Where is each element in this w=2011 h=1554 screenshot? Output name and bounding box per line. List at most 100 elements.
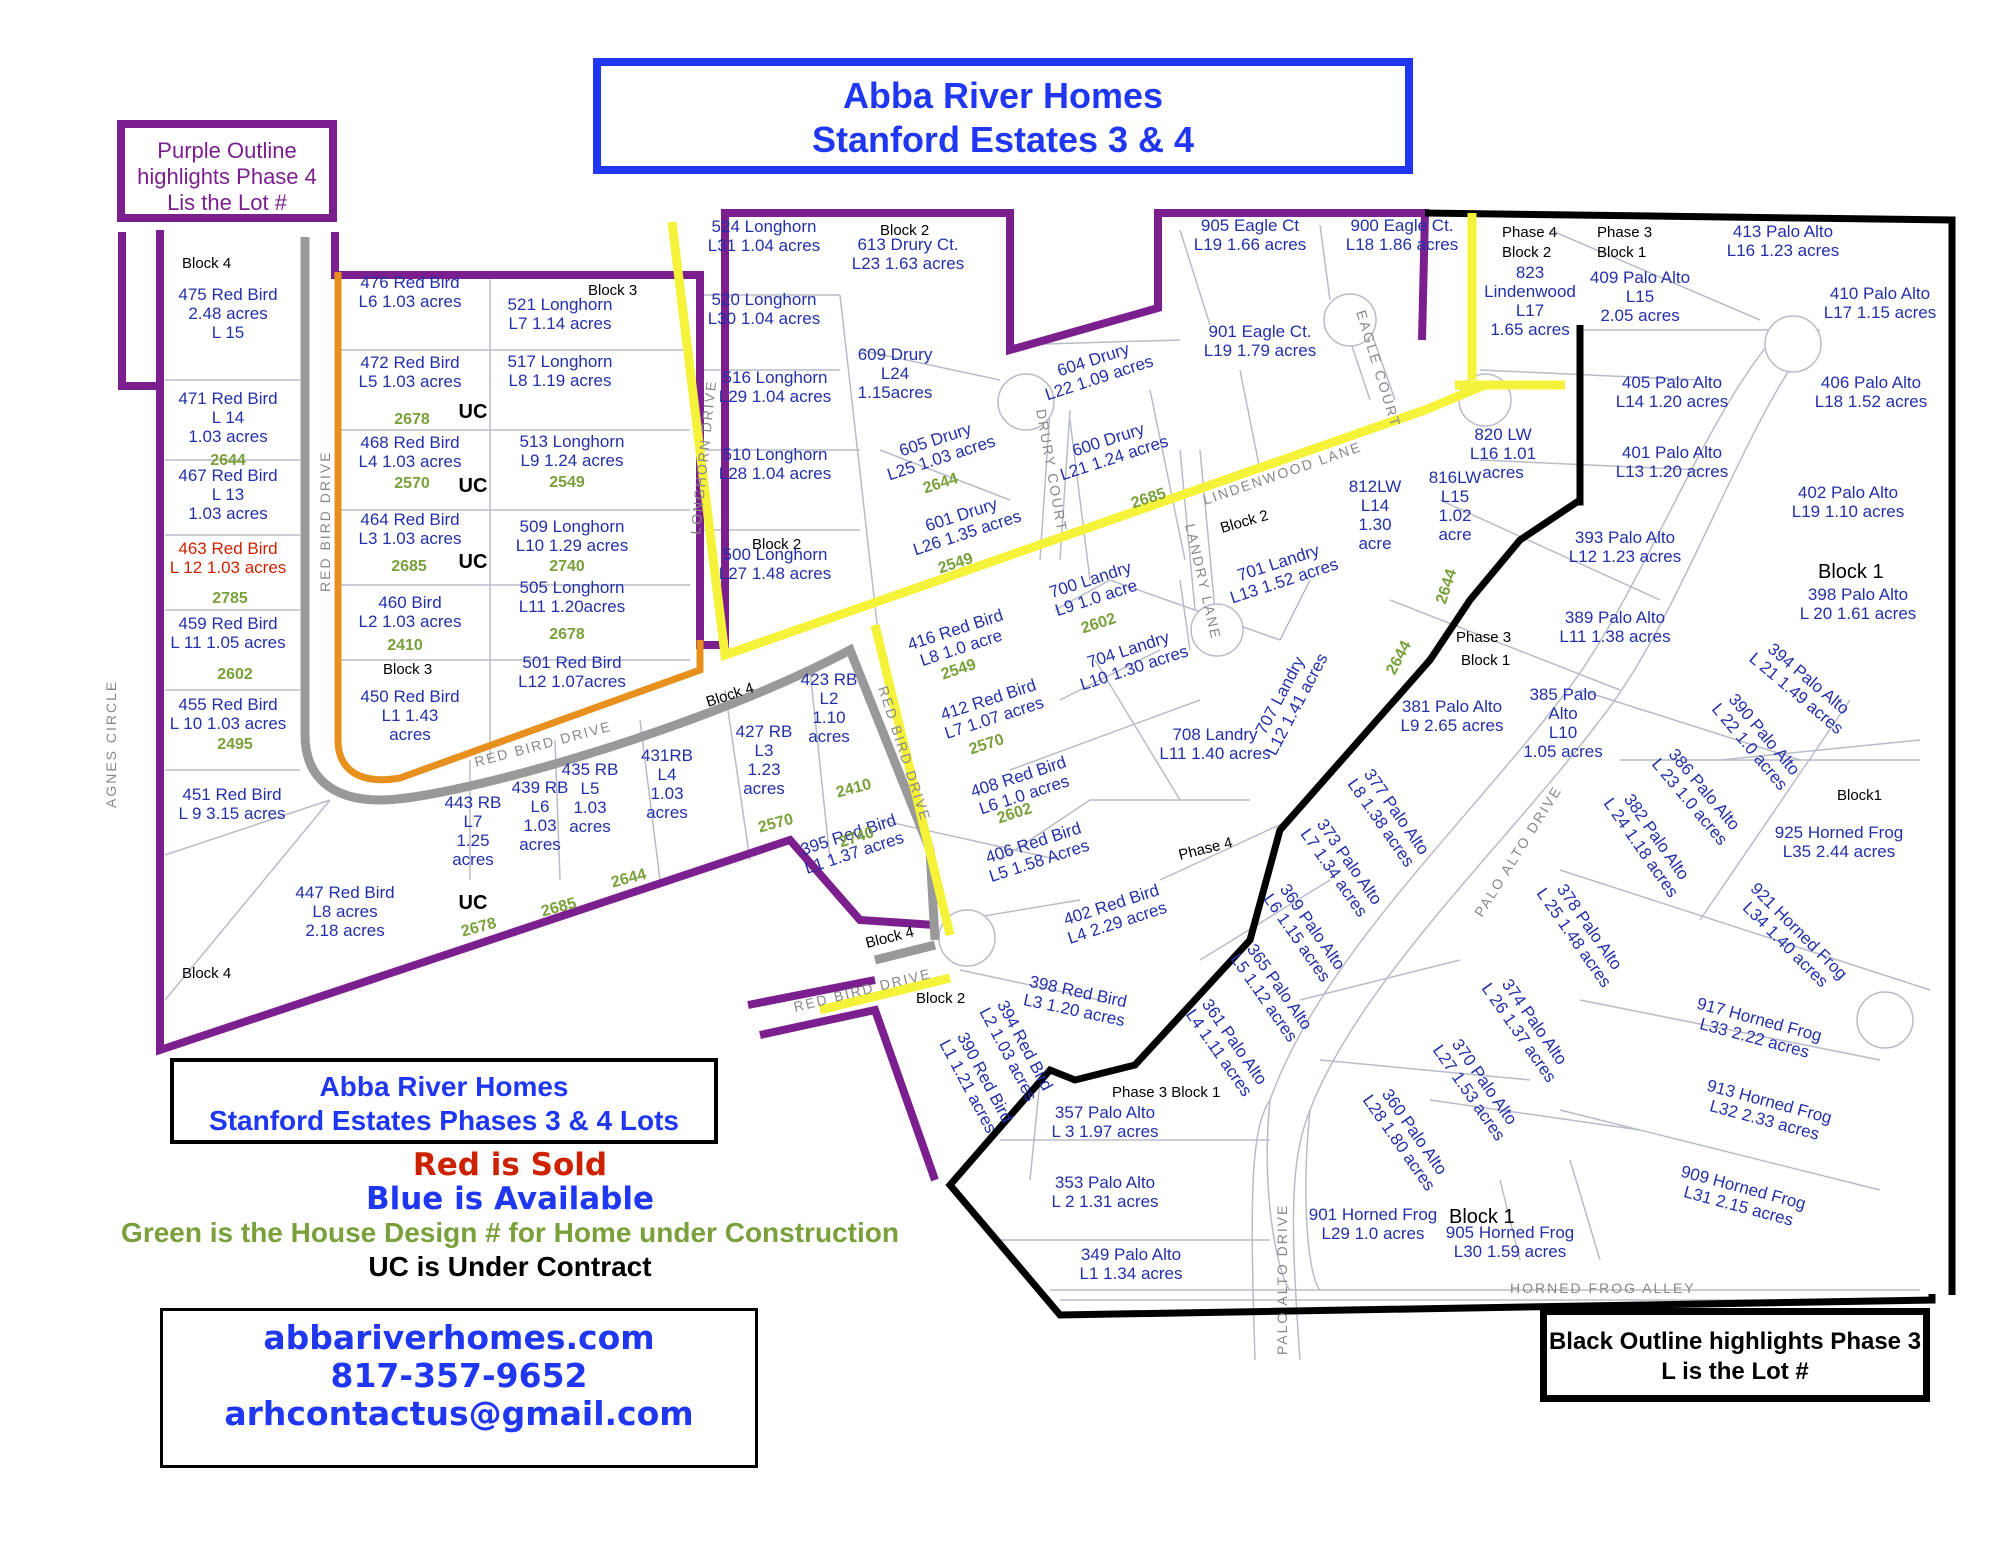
lot-label-line: 613 Drury Ct. — [857, 235, 958, 254]
lot-label[interactable]: 390 Palo AltoL 22 1.0 acres — [1708, 687, 1806, 794]
lot-label[interactable]: 378 Palo AltoL 25 1.48 acres — [1533, 874, 1631, 991]
lot-label[interactable]: 398 Red BirdL3 1.20 acres — [1022, 972, 1131, 1031]
lot-label[interactable]: 406 Red BirdL5 1.58 Acres — [981, 818, 1092, 886]
website-link[interactable]: abbariverhomes.com — [263, 1318, 655, 1357]
street-palo-alto-low: PALO ALTO DRIVE — [1274, 1204, 1290, 1355]
lot-label[interactable]: 377 Palo AltoL8 1.38 acres — [1344, 764, 1434, 870]
lot-label[interactable]: 901 Eagle Ct.L19 1.79 acres — [1204, 322, 1316, 360]
lot-label[interactable]: 374 Palo AltoL 26 1.37 acres — [1478, 969, 1576, 1086]
phase4-note-line-1: Purple Outline — [157, 138, 297, 163]
lot-label[interactable]: 360 Palo AltoL28 1.80 acres — [1359, 1080, 1455, 1194]
lot-label[interactable]: 701 LandryL13 1.52 acres — [1222, 536, 1341, 607]
lot-label-line: L16 1.23 acres — [1727, 241, 1839, 260]
email-link[interactable]: arhcontactus@gmail.com — [224, 1394, 694, 1433]
lot-label-line: 439 RB — [512, 778, 569, 797]
lot-label[interactable]: 917 Horned FrogL33 2.22 acres — [1690, 994, 1824, 1064]
phone-number[interactable]: 817-357-9652 — [330, 1356, 588, 1395]
lot-label[interactable]: 909 Horned FrogL31 2.15 acres — [1674, 1162, 1808, 1232]
lot-label-line: L30 1.59 acres — [1454, 1242, 1566, 1261]
lot-label[interactable]: 402 Red BirdL4 2.29 acres — [1059, 880, 1169, 948]
lot-label-line: L 14 — [212, 408, 244, 427]
lot-label[interactable]: 412 Red BirdL7 1.07 acres — [936, 675, 1046, 743]
lot-label-line: 476 Red Bird — [360, 273, 459, 292]
lot-label[interactable]: 707 LandryL12 1.41 acres — [1245, 641, 1332, 758]
lot-label-line: L9 2.65 acres — [1400, 716, 1503, 735]
lot-label[interactable]: 370 Palo AltoL27 1.53 acres — [1429, 1030, 1525, 1144]
lot-label-line: 509 Longhorn — [520, 517, 625, 536]
lot-label[interactable]: 921 Horned FrogL34 1.40 acres — [1733, 879, 1851, 997]
lot-label[interactable]: 700 LandryL9 1.0 acre — [1047, 557, 1140, 620]
lot-label-line: 401 Palo Alto — [1622, 443, 1722, 462]
lot-label[interactable]: 613 Drury Ct.L23 1.63 acres — [852, 235, 964, 273]
lot-label[interactable]: 913 Horned FrogL32 2.33 acres — [1700, 1076, 1834, 1146]
phase3-outline — [945, 209, 1956, 1319]
lot-label-line: 905 Horned Frog — [1446, 1223, 1575, 1242]
lot-label[interactable]: 605 DruryL25 1.03 acres — [879, 413, 998, 484]
lot-label-line: L3 1.03 acres — [358, 529, 461, 548]
street-horned-frog: HORNED FROG ALLEY — [1510, 1280, 1696, 1296]
lot-label[interactable]: 373 Palo AltoL7 1.34 acres — [1297, 814, 1387, 920]
lot-label-line: 925 Horned Frog — [1775, 823, 1904, 842]
lot-label[interactable]: 900 Eagle Ct.L18 1.86 acres — [1346, 216, 1458, 254]
lot-label-line: acres — [646, 803, 688, 822]
lot-label-line: acres — [519, 835, 561, 854]
